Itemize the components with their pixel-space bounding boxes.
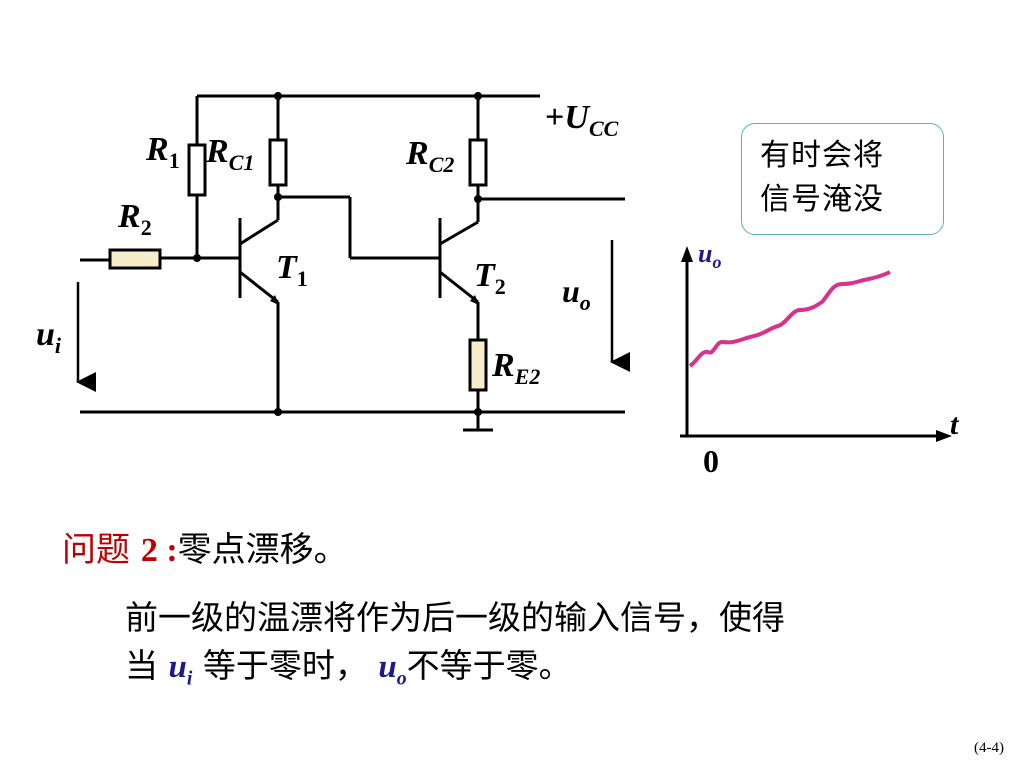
r2-label: R2 [117,198,152,240]
ui-variable: ui [168,649,193,690]
graph-x-label: t [950,408,960,441]
paragraph-line: 当 ui 等于零时， uo不等于零。 [125,646,572,690]
question-number: 2 : [140,532,178,569]
rc2-label: RC2 [405,135,454,177]
uo-label: uo [562,273,591,315]
callout-note: 有时会将 信号淹没 [741,123,944,235]
supply-rail [195,94,540,145]
resistor-rc2 [468,138,488,187]
graph-origin-label: 0 [703,443,719,479]
resistor-rc1 [268,138,288,187]
page-number: (4-4) [974,740,1004,756]
callout-line: 信号淹没 [760,182,884,217]
question-title: 零点漂移。 [177,530,348,570]
drift-curve [688,270,891,368]
explanation-paragraph: 前一级的温漂将作为后一级的输入信号，使得 当 ui 等于零时， uo不等于零。 [125,594,945,703]
resistor-re2 [468,338,488,392]
question-heading: 问题 2 :零点漂移。 [62,522,348,571]
junction-dot [474,92,482,100]
paragraph-line: 前一级的温漂将作为后一级的输入信号，使得 [125,598,785,637]
resistor-r1 [187,143,207,197]
transistor-t2 [438,218,480,340]
re2-label: RE2 [491,347,540,389]
ucc-label: +UCC [545,99,619,141]
drift-graph: uo t 0 [680,239,960,479]
junction-dot [274,92,282,100]
rc1-label: RC1 [205,133,254,175]
resistor-r2 [108,248,162,270]
t1-label: T1 [276,249,308,291]
ui-label: ui [36,316,62,358]
t2-label: T2 [474,257,506,299]
question-prefix: 问题 [62,530,130,570]
callout-line: 有时会将 [760,138,884,173]
uo-variable: uo [378,649,407,690]
r1-label: R1 [145,131,180,173]
graph-y-label: uo [698,239,721,272]
transistor-t1 [238,218,280,412]
